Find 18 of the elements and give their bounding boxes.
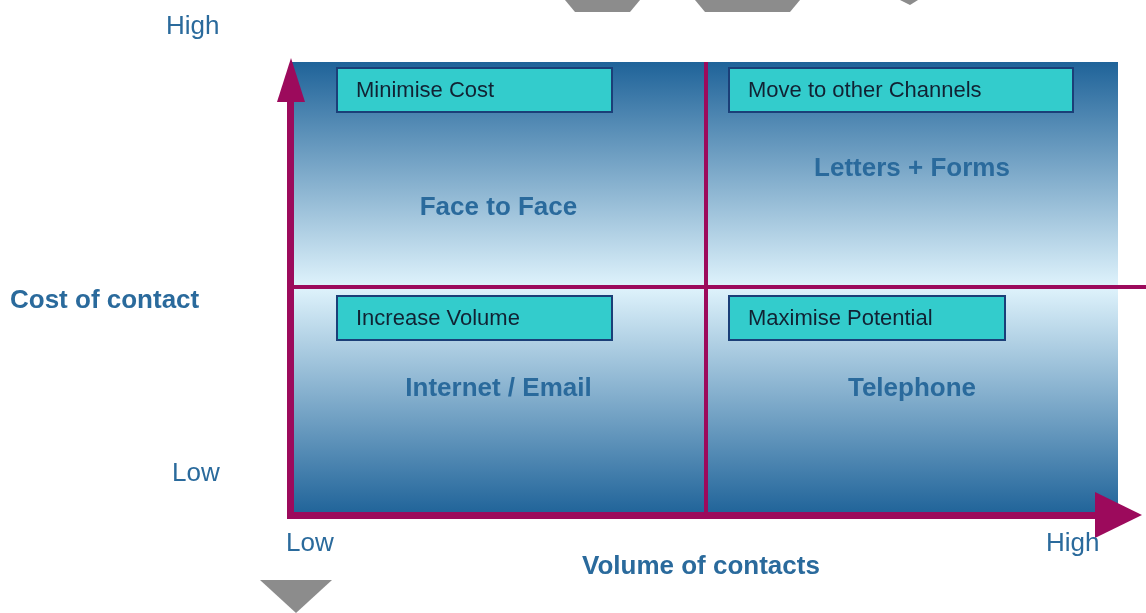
quadrant-panel — [706, 287, 1118, 515]
strategy-box: Minimise Cost — [336, 67, 613, 113]
channel-label: Telephone — [846, 372, 978, 403]
channel-label: Letters + Forms — [813, 152, 1011, 183]
strategy-box: Maximise Potential — [728, 295, 1006, 341]
axis-tick-label: High — [166, 10, 220, 41]
channel-label: Face to Face — [418, 191, 579, 222]
strategy-box: Increase Volume — [336, 295, 613, 341]
quadrant-panel — [706, 62, 1118, 287]
quadrant-panel — [291, 62, 706, 287]
axis-title: Volume of contacts — [582, 550, 820, 581]
quadrant-panel — [291, 287, 706, 515]
axis-tick-label: Low — [172, 457, 220, 488]
axis-tick-label: High — [1046, 527, 1100, 558]
axis-tick-label: Low — [286, 527, 334, 558]
strategy-box: Move to other Channels — [728, 67, 1074, 113]
channel-label: Internet / Email — [404, 372, 593, 403]
axis-title: Cost of contact — [10, 284, 200, 315]
